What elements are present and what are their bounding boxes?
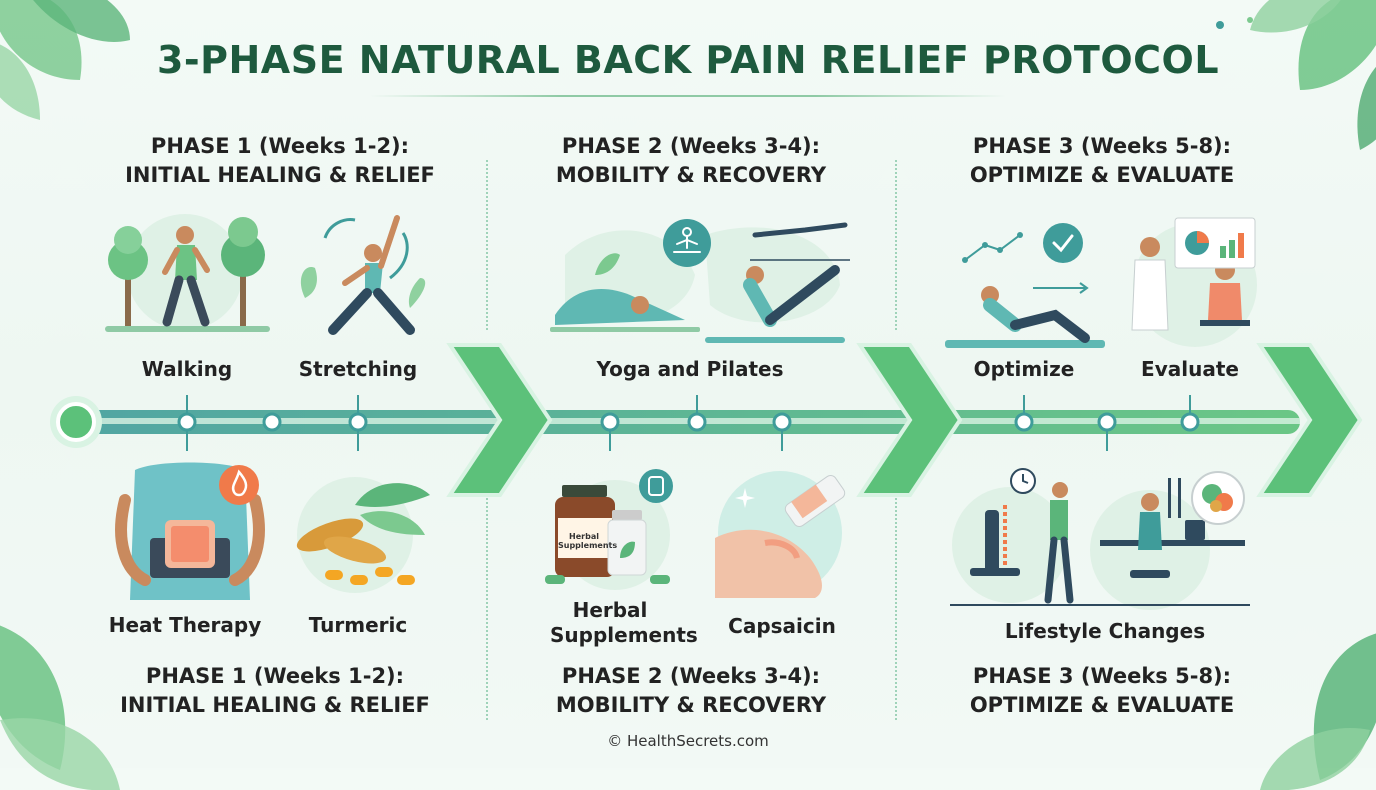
phase-2-heading-line2: MOBILITY & RECOVERY [555,693,827,717]
phase-2-heading-line1: PHASE 2 (Weeks 3-4): [561,134,821,158]
phase-3-heading-bottom: PHASE 3 (Weeks 5-8): OPTIMIZE & EVALUATE [892,662,1312,720]
label-yoga-pilates: Yoga and Pilates [596,357,784,381]
label-walking: Walking [141,357,233,381]
label-evaluate: Evaluate [1141,357,1239,381]
heat-pad-icon [115,462,265,600]
phase-1-heading-bottom: PHASE 1 (Weeks 1-2): INITIAL HEALING & R… [65,662,485,720]
fire-icon [219,465,259,505]
label-capsaicin: Capsaicin [728,614,836,638]
page-title: 3-PHASE NATURAL BACK PAIN RELIEF PROTOCO… [156,38,1220,82]
timeline-nodes [177,395,1200,451]
phase-1-heading-top: PHASE 1 (Weeks 1-2): INITIAL HEALING & R… [70,132,490,190]
timeline-node [262,412,282,432]
column-divider [486,160,488,330]
label-heat-therapy: Heat Therapy [108,613,262,637]
phase-1-heading-line2: INITIAL HEALING & RELIEF [120,693,430,717]
clock-icon [1010,468,1036,494]
bottle-label: Herbal Supplements [558,532,618,550]
phase-2-heading-bottom: PHASE 2 (Weeks 3-4): MOBILITY & RECOVERY [481,662,901,720]
leaf-icon [0,0,130,120]
arrow-chevron-icon [856,343,963,497]
timeline-node [687,412,707,432]
phase-2-heading-line2: MOBILITY & RECOVERY [555,163,827,187]
desk-icon [950,482,1250,610]
label-optimize: Optimize [973,357,1075,381]
phase-3-heading-line2: OPTIMIZE & EVALUATE [969,693,1235,717]
label-stretching: Stretching [298,357,418,381]
timeline-node [1180,412,1200,432]
phase-3-heading-line1: PHASE 3 (Weeks 5-8): [972,134,1232,158]
arrow-chevron-icon [446,343,553,497]
title-divider [370,95,1006,97]
situp-icon [945,232,1105,348]
capsule-icon [639,469,673,503]
meditation-icon [663,219,711,267]
phase-2-heading-top: PHASE 2 (Weeks 3-4): MOBILITY & RECOVERY [481,132,901,190]
walker-icon [105,214,270,332]
label-herbal-supplements: Herbal Supplements [550,598,698,647]
phase-2-heading-line1: PHASE 2 (Weeks 3-4): [561,664,821,688]
timeline-node [348,412,368,432]
timeline-node [600,412,620,432]
turmeric-icon [296,477,430,593]
food-plate-icon [1168,471,1245,525]
phase-1-heading-line1: PHASE 1 (Weeks 1-2): [150,134,410,158]
column-divider [895,470,897,720]
phase-3-heading-line1: PHASE 3 (Weeks 5-8): [972,664,1232,688]
stretch-icon [300,215,426,335]
phase-1-heading-line2: INITIAL HEALING & RELIEF [125,163,435,187]
timeline-node [1014,412,1034,432]
phase-3-heading-line2: OPTIMIZE & EVALUATE [969,163,1235,187]
column-divider [895,160,897,330]
phase-1-heading-line1: PHASE 1 (Weeks 1-2): [145,664,405,688]
supplement-bottle-icon [545,480,670,590]
column-divider [486,470,488,720]
footer-copyright: © HealthSecrets.com [607,732,769,750]
check-icon [1043,223,1083,263]
timeline [50,396,1300,448]
cream-tube-icon [715,471,846,598]
label-turmeric: Turmeric [308,613,408,637]
phase-3-heading-top: PHASE 3 (Weeks 5-8): OPTIMIZE & EVALUATE [892,132,1312,190]
leaf-icon [1216,0,1376,150]
timeline-node [1097,412,1117,432]
chart-icon [1174,217,1256,269]
arrow-chevron-icon [1256,343,1363,497]
timeline-node [772,412,792,432]
label-lifestyle-changes: Lifestyle Changes [1004,619,1206,643]
yoga-icon [550,222,850,343]
timeline-node [177,412,197,432]
